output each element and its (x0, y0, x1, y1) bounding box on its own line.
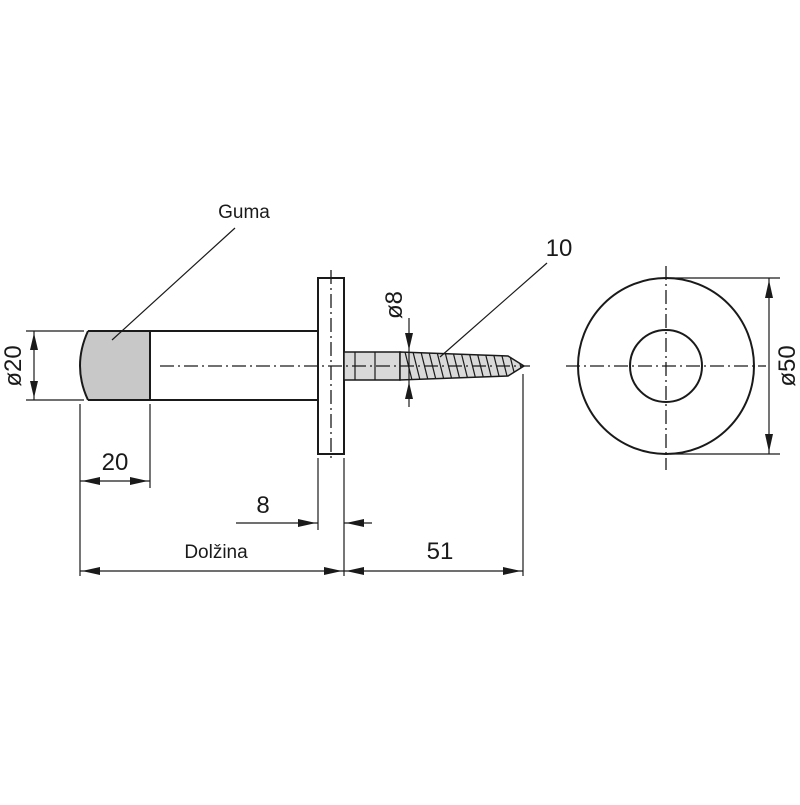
dim-screw-protrusion-text: 51 (427, 538, 454, 565)
dim-screw-protrusion: 51 (344, 374, 524, 576)
callout-screw: 10 (439, 235, 573, 358)
dim-screw-diameter-text: ø8 (381, 291, 408, 319)
dim-total-length: Dolžina (80, 542, 344, 575)
callout-rubber: Guma (111, 202, 270, 341)
front-view (566, 266, 766, 470)
dim-total-length-text: Dolžina (184, 542, 248, 563)
dim-rubber-diameter-text: ø20 (0, 345, 27, 386)
dim-rubber-length-text: 20 (102, 449, 129, 476)
callout-rubber-text: Guma (218, 202, 270, 223)
dim-rubber-length: 20 (79, 404, 151, 576)
dim-screw-diameter: ø8 (381, 291, 413, 407)
callout-screw-text: 10 (546, 235, 573, 262)
screw-thread-line (435, 352, 446, 380)
stopper-body (88, 330, 318, 401)
rubber-tip (80, 331, 150, 400)
dim-rubber-diameter: ø20 (0, 330, 84, 401)
dimensions: ø20 20 8 Dolžina (0, 277, 800, 576)
dim-flange-thickness-text: 8 (256, 492, 269, 519)
side-view (79, 270, 530, 462)
callouts: Guma 10 (111, 202, 573, 358)
dim-flange-diameter: ø50 (670, 277, 800, 455)
flange-hole-circle (629, 329, 703, 403)
rubber-tip-outline (79, 330, 89, 401)
screw-thread-line (411, 352, 422, 380)
dim-flange-diameter-text: ø50 (774, 345, 800, 386)
dim-flange-thickness: 8 (236, 458, 372, 576)
